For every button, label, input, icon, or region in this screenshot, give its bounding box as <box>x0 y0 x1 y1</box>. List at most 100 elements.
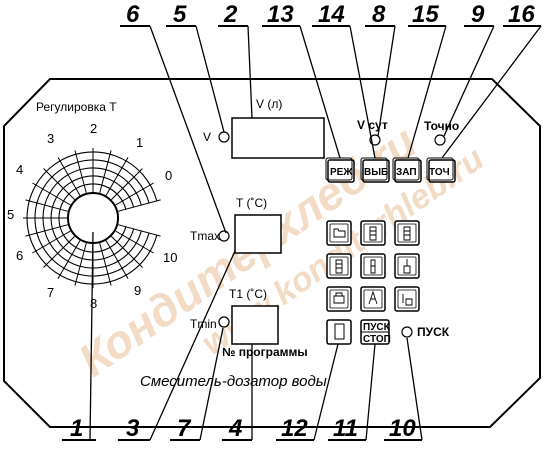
callout-15: 15 <box>412 1 439 28</box>
dial-tick-4 <box>99 150 112 194</box>
t-display-label: T (˚C) <box>236 196 267 210</box>
tmax-label: Tmax <box>190 229 220 243</box>
bottom-callouts: 1 3 7 4 12 11 10 <box>62 415 422 442</box>
dial-num-7: 7 <box>47 285 54 300</box>
dial-num-5: 5 <box>7 207 14 222</box>
dial-tick-3 <box>105 157 129 196</box>
dial-num-9: 9 <box>134 283 141 298</box>
callout-10: 10 <box>389 415 416 442</box>
dial-tick-6 <box>74 150 87 194</box>
program-button-7[interactable] <box>326 286 352 312</box>
program-number-label: № программы <box>222 345 308 359</box>
tochno-indicator-lamp <box>434 134 446 146</box>
program-button-1[interactable] <box>326 220 352 246</box>
callout-7: 7 <box>177 415 192 442</box>
dial-num-8: 8 <box>90 296 97 311</box>
program-button-9[interactable] <box>394 286 420 312</box>
dial-num-2: 2 <box>90 121 97 136</box>
t1-display-label: T1 (˚C) <box>229 287 267 301</box>
program-button-2[interactable] <box>360 220 386 246</box>
program-select-button[interactable] <box>326 319 352 345</box>
bin-icon <box>335 259 343 274</box>
dial-tick-21 <box>115 230 154 254</box>
dial-tick-14 <box>43 236 75 268</box>
dial-num-10: 10 <box>163 250 177 265</box>
callout-5: 5 <box>173 1 187 28</box>
start-stop-button[interactable]: ПУСК СТОП <box>360 319 391 345</box>
device-title: Смеситель-дозатор воды <box>140 373 327 390</box>
dial-tick-13 <box>32 230 71 254</box>
dial-tick-10 <box>25 199 69 212</box>
vyb-button[interactable]: ВЫБ <box>360 157 390 183</box>
vsut-label: V сут <box>357 118 388 132</box>
program-button-4[interactable] <box>326 253 352 279</box>
start-stop-button-top-label: ПУСК <box>363 322 391 333</box>
start-label: ПУСК <box>417 325 450 339</box>
jug-icon <box>402 294 413 306</box>
dial-num-4: 4 <box>16 162 23 177</box>
glass-icon <box>334 323 345 340</box>
v-indicator-lamp <box>218 131 230 143</box>
dial-tick-1 <box>115 182 154 206</box>
rezh-button-label: РЕЖ <box>330 167 353 178</box>
v-display <box>231 117 325 159</box>
dial-num-0: 0 <box>165 168 172 183</box>
toch-button-label: ТОЧ <box>429 167 450 178</box>
sack-icon <box>369 226 377 241</box>
dial-tick-12 <box>25 224 69 237</box>
dial-tick-19 <box>105 240 129 279</box>
container-icon <box>403 226 411 241</box>
rezh-button[interactable]: РЕЖ <box>325 157 355 183</box>
v-display-label: V (л) <box>256 97 282 111</box>
callout-4: 4 <box>228 415 242 442</box>
program-button-5[interactable] <box>360 253 386 279</box>
callout-6: 6 <box>126 1 140 28</box>
dial-tick-16 <box>74 242 87 286</box>
t-display <box>234 214 282 254</box>
mixer-icon <box>333 292 345 304</box>
callout-14: 14 <box>318 1 345 28</box>
tmin-indicator-lamp <box>218 316 230 328</box>
callout-3: 3 <box>126 415 140 442</box>
dial-scale-numbers: 0 1 2 3 4 5 6 7 8 9 10 <box>7 121 177 311</box>
program-button-6[interactable] <box>394 253 420 279</box>
vyb-button-label: ВЫБ <box>364 167 388 178</box>
temperature-dial[interactable] <box>23 148 161 288</box>
folder-icon <box>333 228 346 238</box>
tmax-indicator-lamp <box>218 230 230 242</box>
bottle-icon <box>370 259 376 274</box>
dial-tick-0 <box>117 199 161 212</box>
callout-2: 2 <box>223 1 238 28</box>
dial-tick-22 <box>117 224 161 237</box>
dial-tick-8 <box>43 168 75 200</box>
panel-outline <box>3 78 541 428</box>
flask-icon <box>368 290 378 305</box>
dial-num-3: 3 <box>47 131 54 146</box>
callout-16: 16 <box>508 1 535 28</box>
callout-1: 1 <box>70 415 83 442</box>
dial-tick-2 <box>111 168 143 200</box>
tochno-label: Точно <box>424 119 459 133</box>
v-label: V <box>203 130 211 144</box>
callout-8: 8 <box>372 1 386 28</box>
dial-tick-15 <box>57 240 81 279</box>
start-stop-button-bottom-label: СТОП <box>363 334 391 345</box>
callout-12: 12 <box>281 415 308 442</box>
start-indicator-lamp <box>401 326 413 338</box>
callout-11: 11 <box>333 415 358 442</box>
dial-num-1: 1 <box>136 135 143 150</box>
top-callouts: 6 5 2 13 14 8 15 9 16 <box>120 1 541 28</box>
dial-tick-20 <box>111 236 143 268</box>
dial-tick-9 <box>32 182 71 206</box>
zap-button[interactable]: ЗАП <box>392 157 422 183</box>
program-button-3[interactable] <box>394 220 420 246</box>
dial-num-6: 6 <box>16 248 23 263</box>
zap-button-label: ЗАП <box>396 167 417 178</box>
program-buttons-grid <box>326 220 420 312</box>
program-button-8[interactable] <box>360 286 386 312</box>
callout-9: 9 <box>471 1 485 28</box>
toch-button[interactable]: ТОЧ <box>426 157 456 183</box>
whisk-icon <box>403 259 411 274</box>
t1-display <box>231 305 279 345</box>
